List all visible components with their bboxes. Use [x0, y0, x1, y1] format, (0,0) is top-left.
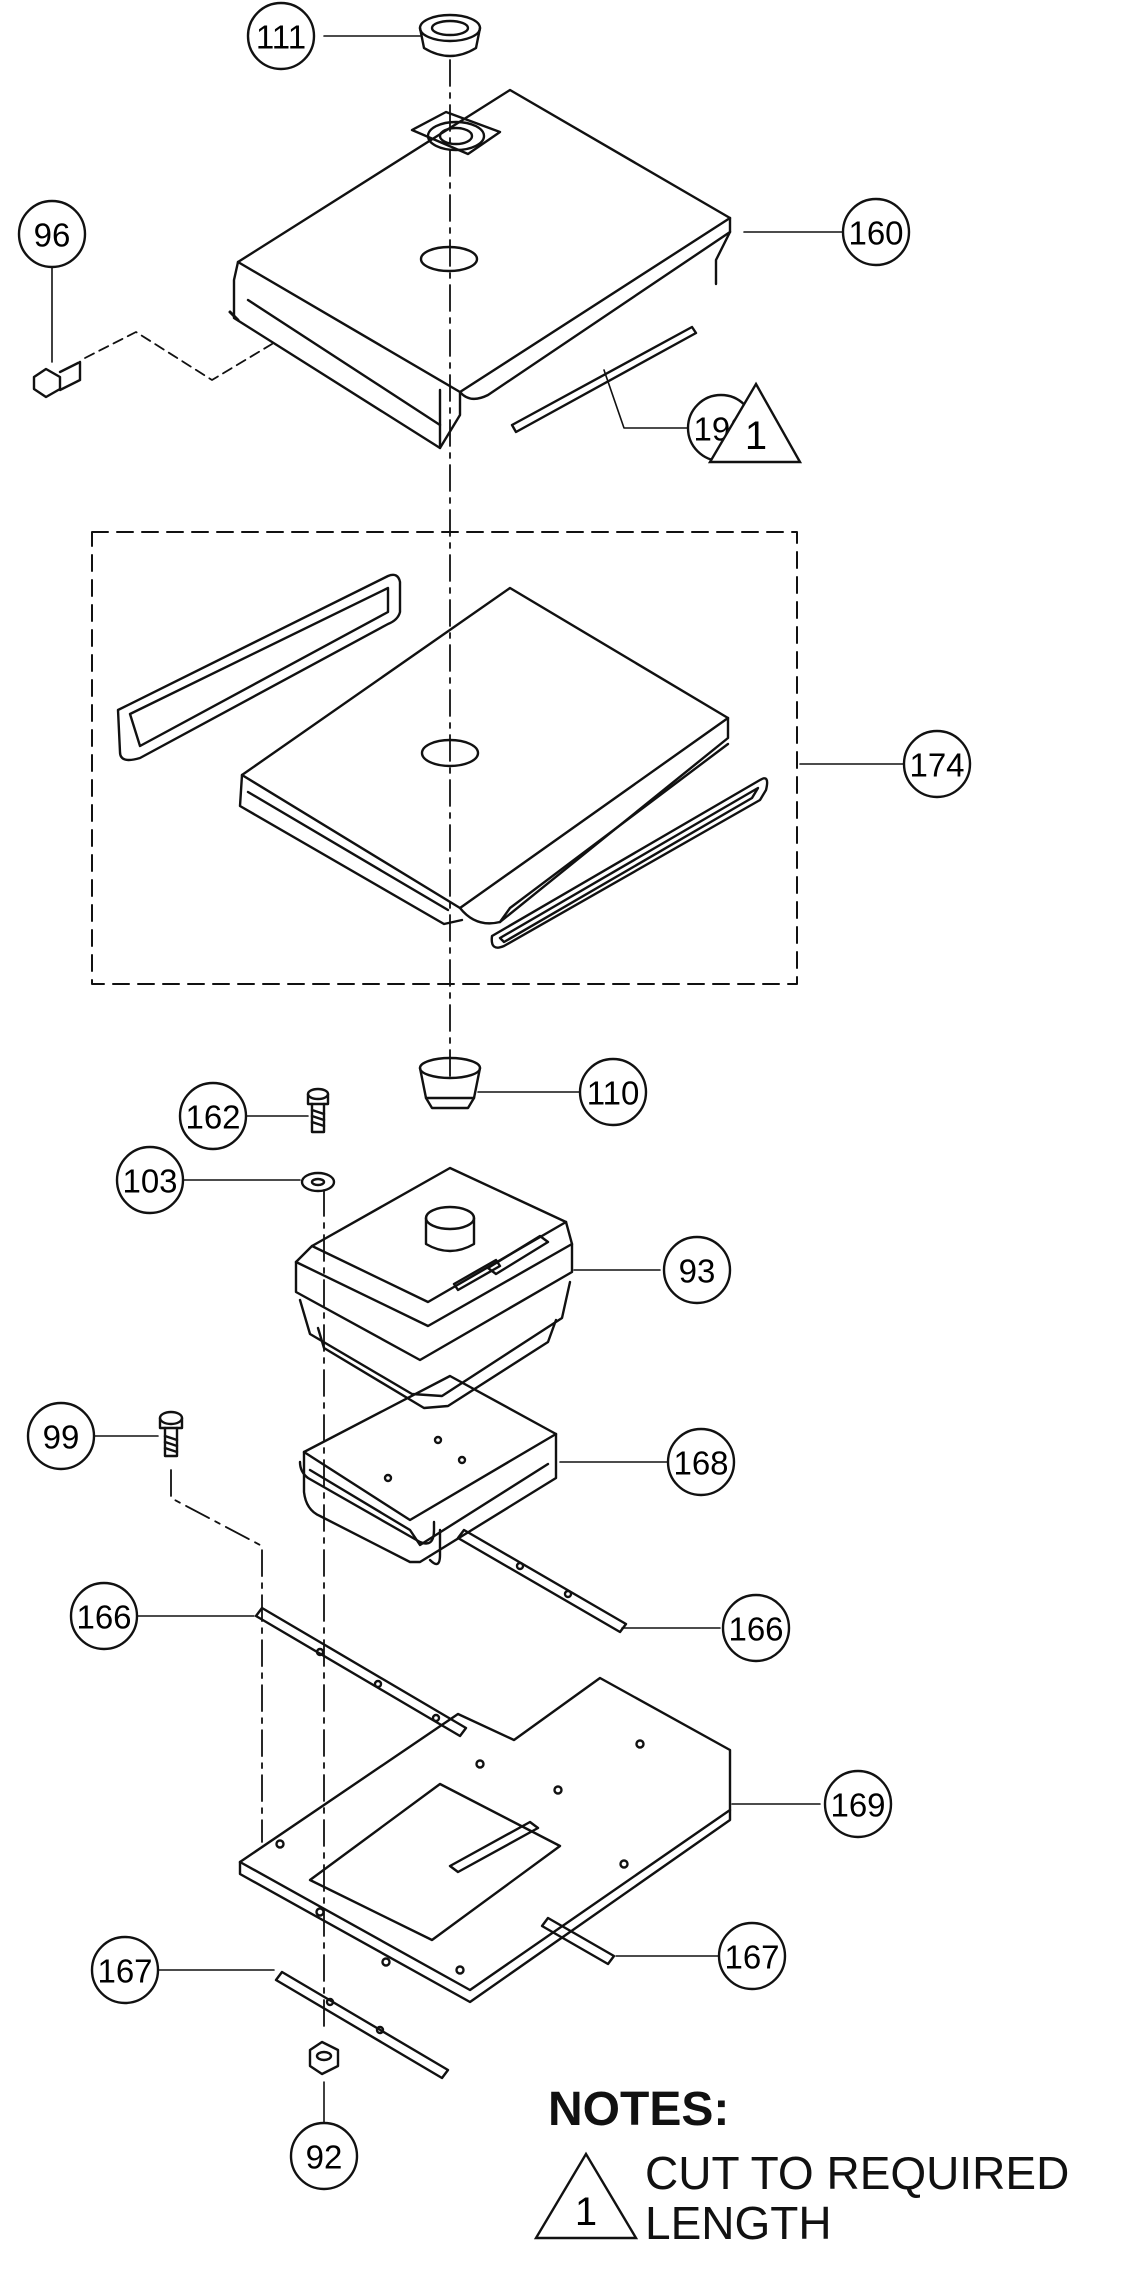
callout-111-label: 111: [256, 19, 306, 56]
callout-162-circle: [178, 1081, 248, 1151]
leader-lines: [51, 35, 905, 2125]
callout-166-left-circle: [69, 1581, 139, 1651]
part-174-kit-outline: [91, 531, 798, 985]
callout-160-label: 160: [848, 215, 903, 252]
callout-168-circle: [666, 1427, 736, 1497]
callout-166-left-label: 166: [76, 1599, 131, 1636]
part-166-left-strip: [254, 1606, 468, 1738]
part-92-nut: [308, 2040, 340, 2076]
notes-flag: 1: [533, 2151, 639, 2240]
note-line-2: LENGTH: [645, 2197, 832, 2249]
part-96-bolt: [32, 331, 273, 399]
part-111-fuel-cap: [418, 13, 482, 58]
callout-111-circle: [246, 1, 316, 71]
note-flag-192-number: 1: [745, 414, 767, 458]
callout-96-label: 96: [34, 217, 71, 254]
callout-162-label: 162: [185, 1099, 240, 1136]
callout-166-right-label: 166: [728, 1611, 783, 1648]
callout-174-circle: [902, 729, 972, 799]
callout-99-circle: [26, 1401, 96, 1471]
callout-167-right-label: 167: [724, 1939, 779, 1976]
callout-110-circle: [578, 1057, 648, 1127]
part-93-fuel-tank: [294, 1166, 574, 1410]
part-162-bolt: [306, 1087, 330, 1134]
callout-168-label: 168: [673, 1445, 728, 1482]
callout-92-label: 92: [306, 2139, 343, 2176]
part-192-strip: [510, 325, 698, 434]
part-103-washer: [300, 1171, 336, 1193]
callout-99-label: 99: [43, 1419, 80, 1456]
callout-167-left-circle: [90, 1935, 160, 2005]
callout-96-circle: [17, 199, 87, 269]
callout-166-right-circle: [721, 1593, 791, 1663]
part-169-base-plate: [238, 1676, 732, 2004]
note-line-1: CUT TO REQUIRED: [645, 2147, 1070, 2199]
callout-160-circle: [841, 197, 911, 267]
callout-169-circle: [823, 1769, 893, 1839]
callout-110-label: 110: [587, 1075, 640, 1112]
part-167-left-strip: [274, 1970, 450, 2080]
part-167-right-strip: [540, 1916, 616, 1966]
callout-167-left-label: 167: [97, 1953, 152, 1990]
callout-93-label: 93: [679, 1253, 716, 1290]
callout-169-label: 169: [830, 1787, 885, 1824]
callout-92-circle: [289, 2121, 359, 2191]
part-99-screw: [158, 1410, 263, 1843]
part-110-neck: [418, 1056, 482, 1110]
part-160-tank-cover: [228, 88, 732, 450]
callout-167-right-circle: [717, 1921, 787, 1991]
notes-flag-number: 1: [575, 2190, 597, 2234]
callout-103-label: 103: [122, 1163, 177, 1200]
part-168-tray: [298, 1374, 558, 1566]
callout-174-label: 174: [909, 747, 964, 784]
part-166-right-strip: [456, 1528, 628, 1634]
note-flag-192: 1: [707, 381, 803, 464]
callout-103-circle: [115, 1145, 185, 1215]
notes-title: NOTES:: [548, 2083, 730, 2136]
callout-93-circle: [662, 1235, 732, 1305]
part-174-kit-contents: [116, 573, 769, 949]
